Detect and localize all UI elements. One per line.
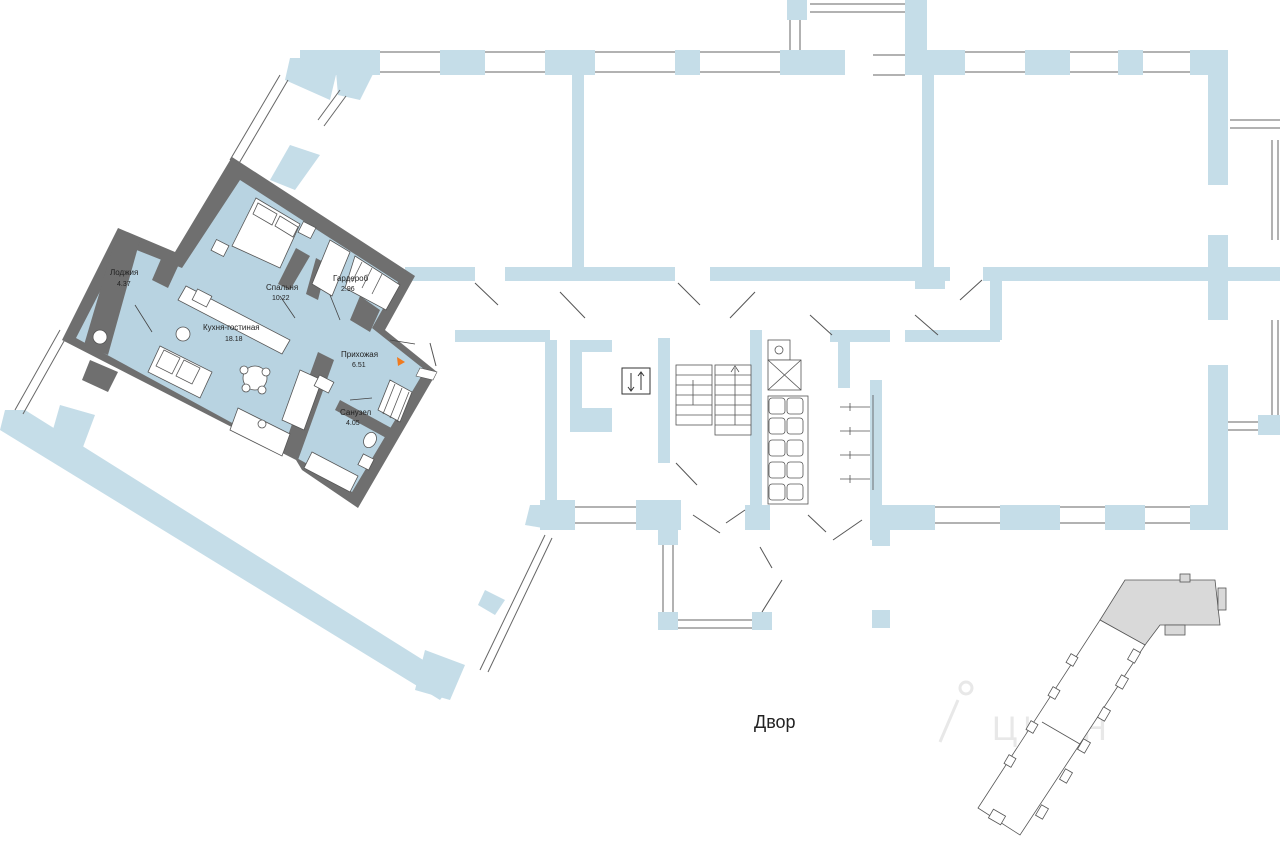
bathroom-fixtures	[303, 379, 413, 493]
room-area-wardrobe: 2.96	[341, 286, 355, 293]
lift-arrows-icon	[621, 367, 651, 395]
entry-door	[415, 367, 438, 381]
site-minimap-icon	[977, 573, 1227, 836]
yard-label: Двор	[754, 712, 796, 732]
room-name-hallway: Прихожая	[341, 350, 378, 359]
utility-room	[767, 339, 874, 505]
entrance-marker-icon	[397, 357, 405, 366]
room-name-bathroom: Санузел	[340, 408, 371, 417]
building-walls	[0, 0, 1280, 700]
room-area-hallway: 6.51	[352, 362, 366, 369]
room-area-loggia: 4.37	[117, 281, 131, 288]
living-furniture	[92, 285, 335, 457]
apartment-door-swings	[134, 294, 416, 401]
room-area-kitchen-living: 18.18	[225, 336, 243, 343]
stairs-icon	[675, 364, 752, 436]
door-swings	[429, 279, 983, 613]
window-lines	[14, 3, 1280, 673]
room-name-loggia: Лоджия	[110, 268, 138, 277]
bed-icon	[210, 197, 317, 269]
room-name-bedroom: Спальня	[266, 283, 298, 292]
wardrobe-shelves	[311, 239, 401, 311]
room-area-bathroom: 4.05	[346, 420, 360, 427]
room-name-kitchen-living: Кухня-гостиная	[203, 323, 260, 332]
room-labels: Лоджия 4.37 Спальня 10.22 Гардероб 2.96 …	[110, 268, 378, 427]
room-name-wardrobe: Гардероб	[333, 274, 369, 283]
apartment-unit: Лоджия 4.37 Спальня 10.22 Гардероб 2.96 …	[62, 157, 438, 508]
room-area-bedroom: 10.22	[272, 295, 290, 302]
